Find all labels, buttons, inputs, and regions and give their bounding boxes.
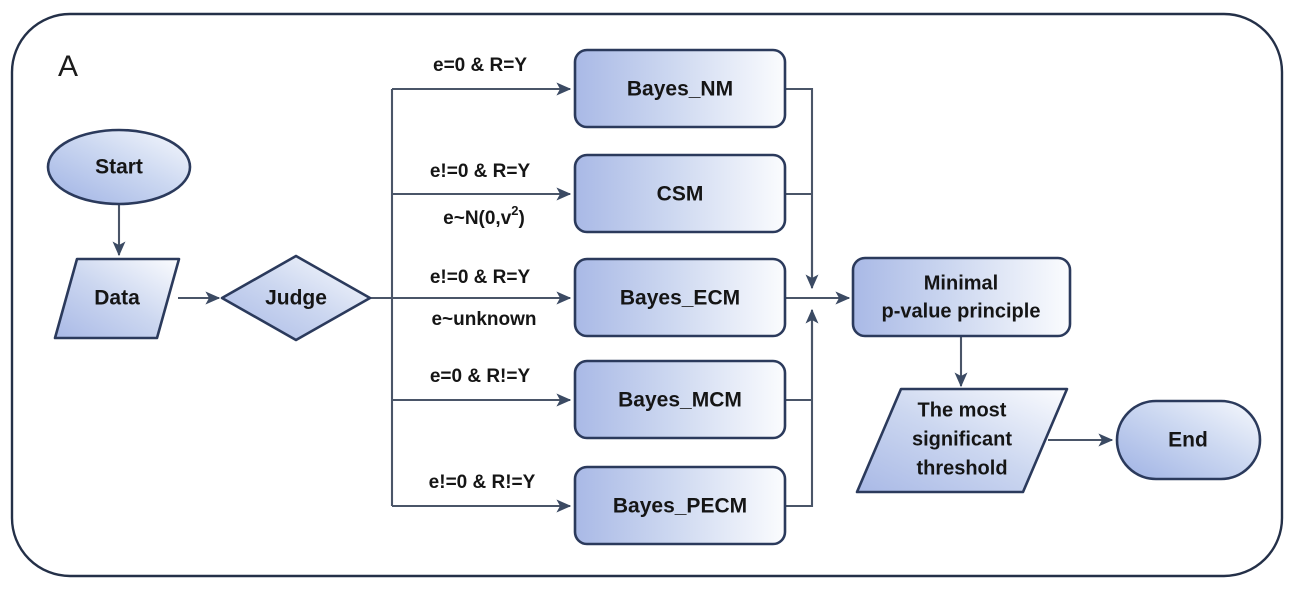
edge-label-csm-line2-pre: e~N(0,v	[443, 208, 512, 229]
data-parallelogram-shape	[53, 257, 181, 340]
bayes-nm-process-shape	[573, 48, 787, 129]
node-bayes-ecm[interactable]: Bayes_ECM	[573, 257, 787, 338]
node-bayes-nm[interactable]: Bayes_NM	[573, 48, 787, 129]
start-ellipse-shape	[46, 128, 192, 206]
connector-layer	[112, 82, 1114, 513]
minimal-p-value-process-shape	[851, 256, 1072, 338]
node-minimal-p-value[interactable]: Minimal p-value principle	[851, 256, 1072, 338]
edge-label-bayes-ecm-line2: e~unknown	[431, 309, 536, 330]
node-end[interactable]: End	[1115, 399, 1262, 481]
edge-label-bayes-ecm-line1: e!=0 & R=Y	[430, 267, 531, 288]
connector-bayes-nm-to-merge	[786, 87, 814, 280]
bayes-ecm-process-shape	[573, 257, 787, 338]
threshold-parallelogram-shape	[855, 387, 1069, 494]
connector-bayes-pecm-to-merge	[786, 318, 814, 508]
node-threshold[interactable]: The most significant threshold	[855, 387, 1069, 494]
end-stadium-shape	[1115, 399, 1262, 481]
edge-label-bayes-pecm: e!=0 & R!=Y	[429, 472, 536, 493]
bayes-mcm-process-shape	[573, 359, 787, 440]
edge-label-bayes-mcm: e=0 & R!=Y	[430, 366, 531, 387]
panel-border	[10, 12, 1284, 578]
judge-diamond-shape	[220, 254, 372, 342]
edge-label-bayes-nm: e=0 & R=Y	[433, 55, 527, 76]
panel-letter: A	[58, 50, 78, 83]
edge-label-csm-line2: e~N(0,v2)	[443, 203, 525, 229]
edge-label-layer: e=0 & R=Y e!=0 & R=Y e~N(0,v2) e!=0 & R=…	[429, 55, 537, 493]
csm-process-shape	[573, 153, 787, 234]
edge-label-csm-line2-sup: 2	[511, 203, 518, 218]
node-judge[interactable]: Judge	[220, 254, 372, 342]
node-csm[interactable]: CSM	[573, 153, 787, 234]
node-start[interactable]: Start	[46, 128, 192, 206]
edge-label-csm-line1: e!=0 & R=Y	[430, 161, 531, 182]
bayes-pecm-process-shape	[573, 465, 787, 546]
edge-label-csm-line2-post: )	[519, 208, 525, 229]
node-bayes-pecm[interactable]: Bayes_PECM	[573, 465, 787, 546]
node-bayes-mcm[interactable]: Bayes_MCM	[573, 359, 787, 440]
node-data[interactable]: Data	[53, 257, 181, 340]
